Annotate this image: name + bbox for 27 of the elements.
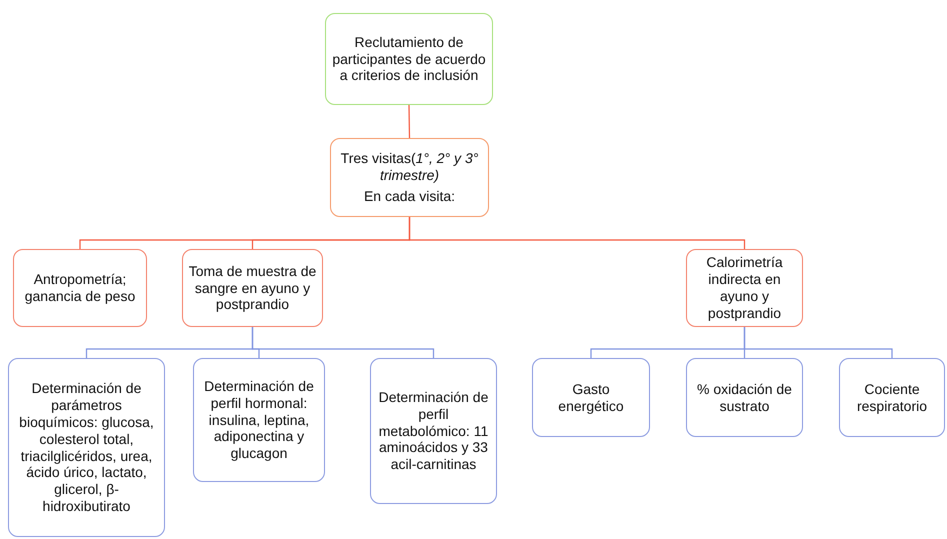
node-text: Calorimetría indirecta en ayuno y postprandio xyxy=(705,254,784,322)
node-text: Gasto energético xyxy=(557,380,625,414)
process-box xyxy=(13,249,147,327)
process-box xyxy=(686,358,803,437)
node-text: Determinación de parámetros bioquímicos: glucosa, colesterol total, triacilglicéridos, urea, ácido úrico, lactato, glicerol, β-hidroxibutirato xyxy=(18,380,155,515)
process-box xyxy=(532,358,650,437)
node-text: Reclutamiento de participantes de acuerdo a criterios de inclusión xyxy=(331,34,487,84)
process-box xyxy=(8,358,165,537)
connector-line xyxy=(408,105,410,138)
connector-line xyxy=(408,217,746,249)
process-box xyxy=(839,358,945,437)
node-text: Antropometría; ganancia de peso xyxy=(24,271,136,305)
node-text: Determinación de perfil hormonal: insulina, leptina, adiponectina y glucagon xyxy=(203,378,315,462)
node-text: Cociente respiratorio xyxy=(856,380,928,414)
node-text: En cada visita: xyxy=(364,188,456,205)
process-box xyxy=(182,249,323,327)
node-text: Toma de muestra de sangre en ayuno y postprandio xyxy=(188,262,317,314)
node-text: Determinación de perfil metabolómico: 11 aminoácidos y 33 acil-carnitinas xyxy=(378,389,490,473)
node-text: % oxidación de sustrato xyxy=(696,380,793,414)
node-text: Tres visitas(1°, 2° y 3° trimestre) xyxy=(340,150,480,184)
process-box xyxy=(325,13,493,105)
process-box xyxy=(370,358,497,504)
connector-line xyxy=(252,327,434,358)
process-box xyxy=(193,358,325,482)
process-box xyxy=(686,249,803,327)
process-box xyxy=(330,138,489,217)
connector-line xyxy=(744,327,893,358)
